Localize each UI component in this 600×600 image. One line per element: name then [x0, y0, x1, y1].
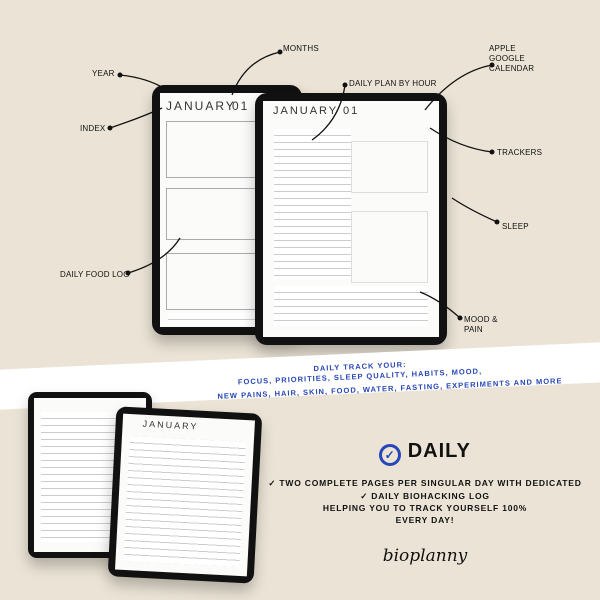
- label-line: APPLE: [489, 44, 516, 53]
- label-index: INDEX: [80, 124, 106, 133]
- label-calendar: APPLE GOOGLE CALENDAR: [489, 44, 534, 74]
- tablet-small-right: JANUARY: [107, 406, 263, 584]
- label-food-log: DAILY FOOD LOG: [60, 270, 130, 279]
- month-title: JANUARY: [166, 99, 236, 113]
- tablet-daily-plan: JANUARY 01: [255, 93, 447, 345]
- hour-lines: [273, 129, 351, 279]
- promo-percent: 100%: [502, 503, 528, 513]
- arrows: [107, 49, 500, 321]
- tablet-screen: JANUARY: [115, 413, 255, 577]
- label-months: MONTHS: [283, 44, 319, 53]
- lines: [123, 436, 246, 567]
- label-mood: MOOD & PAIN: [464, 315, 498, 335]
- month-title: JANUARY: [142, 418, 199, 432]
- promo-line-1: ✓ TWO COMPLETE PAGES PER SINGULAR DAY WI…: [268, 478, 582, 488]
- label-year: YEAR: [92, 69, 115, 78]
- promo-line-4: EVERY DAY!: [395, 515, 455, 525]
- mood-lines: [273, 286, 429, 326]
- sleep-area: [351, 211, 428, 283]
- label-line: CALENDAR: [489, 64, 535, 73]
- label-trackers: TRACKERS: [497, 148, 543, 157]
- promo-line-2: ✓ DAILY BIOHACKING LOG: [360, 491, 490, 501]
- label-daily-plan: DAILY PLAN BY HOUR: [349, 79, 437, 88]
- label-line: PAIN: [464, 325, 483, 334]
- daily-title: DAILY: [407, 440, 471, 462]
- label-line: MOOD &: [464, 315, 498, 324]
- day-number: 01: [232, 99, 250, 113]
- tablet-screen: JANUARY 01: [263, 101, 439, 337]
- label-line: GOOGLE: [489, 54, 525, 63]
- daily-heading: ✓ DAILY: [250, 440, 600, 466]
- brand-logo: bioplanny: [382, 546, 468, 566]
- trackers-area: [351, 141, 428, 193]
- promo-text: HELPING YOU TO TRACK YOURSELF: [322, 503, 500, 513]
- label-sleep: SLEEP: [502, 222, 529, 231]
- promo-line-3: HELPING YOU TO TRACK YOURSELF 100%: [250, 503, 600, 513]
- check-circle-icon: ✓: [379, 444, 402, 466]
